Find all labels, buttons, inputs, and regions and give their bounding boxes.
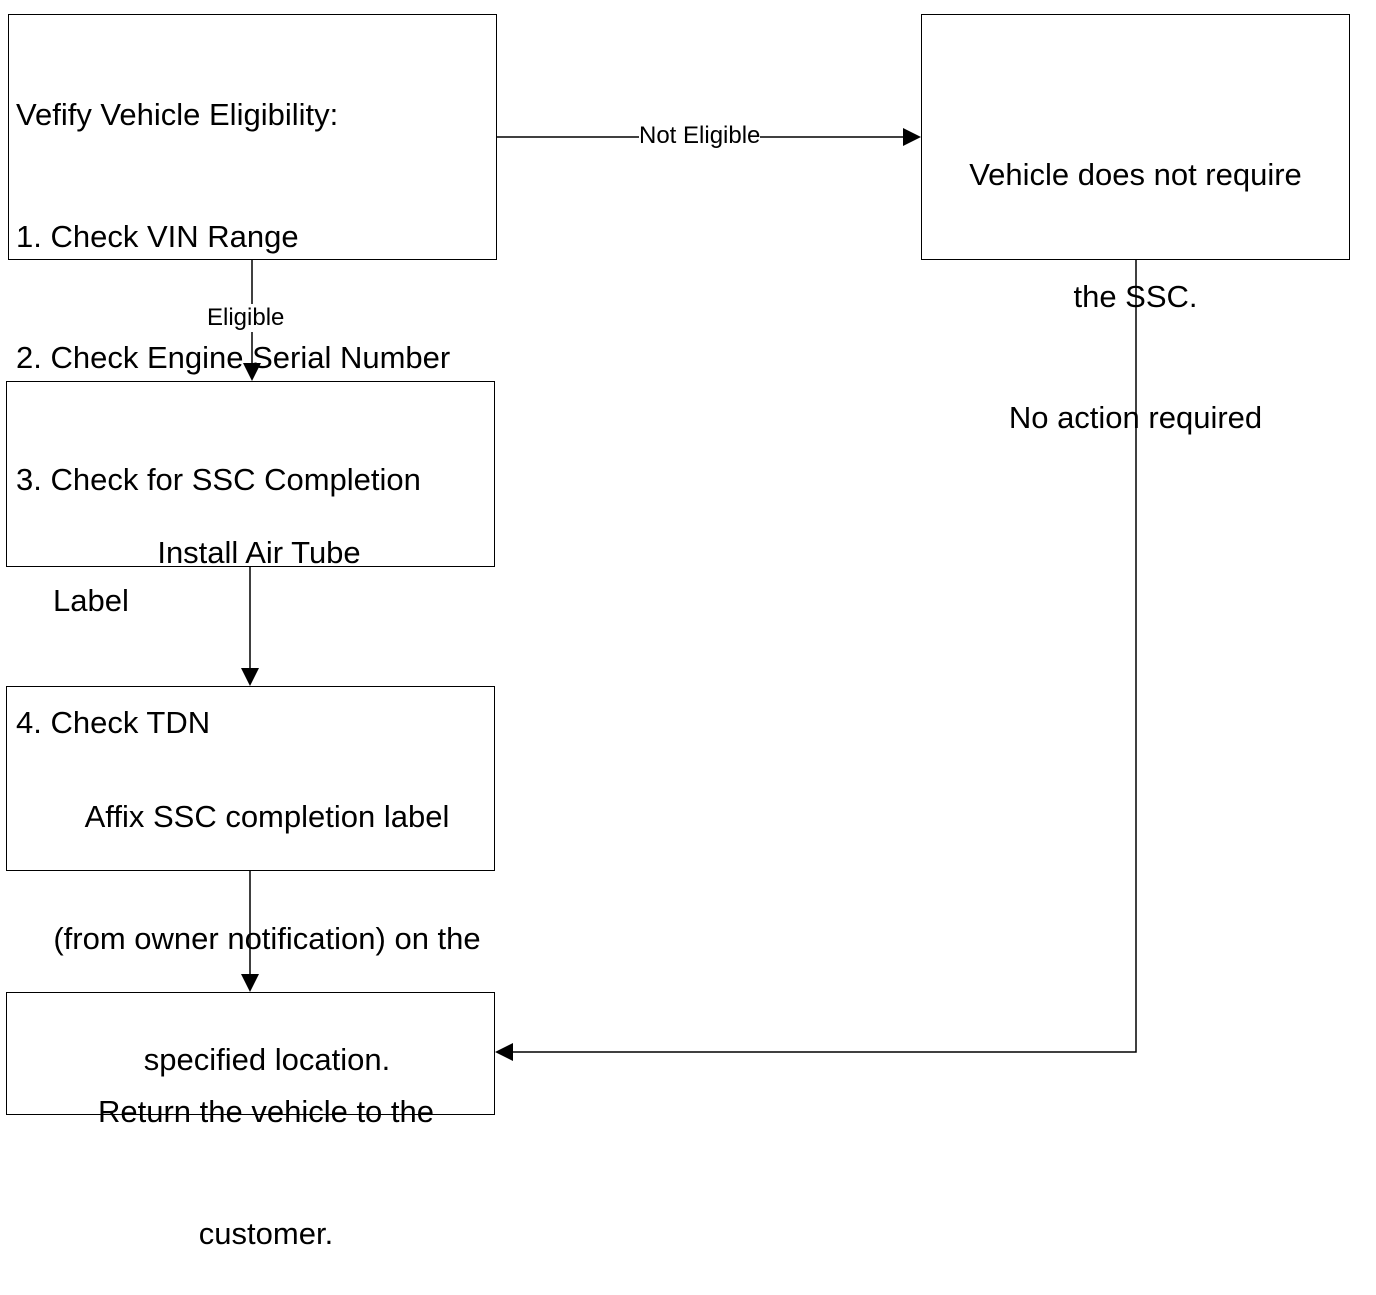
not-required-text: Vehicle does not require the SSC. No act… [921,74,1350,479]
return-vehicle-box [6,992,495,1115]
edge-install-to-affix-arrowhead [241,668,259,686]
edge-eligible-arrowhead [243,363,261,381]
not-eligible-label: Not Eligible [639,122,761,150]
edge-not-required-to-return-arrowhead [495,1043,513,1061]
verify-step-1: 1. Check VIN Range [16,218,299,254]
not-required-line-2: the SSC. [1073,278,1198,314]
verify-eligibility-box [8,14,497,260]
return-line-2: customer. [198,1215,334,1251]
not-required-line-3: No action required [1008,400,1263,435]
install-line-1: Install Air Tube [157,535,361,570]
install-air-tube-box [6,381,495,567]
affix-line-2: (from owner notification) on the [53,920,481,956]
eligible-label: Eligible [207,304,285,332]
edge-not-required-to-return-line [512,260,1137,1053]
affix-line-1: Affix SSC completion label [84,799,450,834]
return-line-1: Return the vehicle to the [97,1094,435,1129]
not-required-box [921,14,1350,260]
not-required-line-1: Vehicle does not require [969,157,1302,192]
verify-title: Vefify Vehicle Eligibility: [16,97,339,132]
verify-step-4: 4. Check TDN [16,704,211,740]
verify-step-2: 2. Check Engine Serial Number [16,340,451,375]
return-vehicle-text: Return the vehicle to the customer. [6,1011,526,1295]
affix-label-box [6,686,495,871]
affix-line-3: specified location. [143,1042,391,1077]
verify-eligibility-text: Vefify Vehicle Eligibility: 1. Check VIN… [16,14,450,784]
flowchart-connectors [241,128,1137,1061]
verify-step-3-continued: Label [53,583,129,618]
edge-affix-to-return-arrowhead [241,974,259,992]
edge-not-eligible-arrowhead [903,128,921,146]
verify-step-3: 3. Check for SSC Completion [16,461,421,497]
affix-label-text: Affix SSC completion label (from owner n… [12,716,522,1121]
install-air-tube-text: Install Air Tube [6,452,512,614]
